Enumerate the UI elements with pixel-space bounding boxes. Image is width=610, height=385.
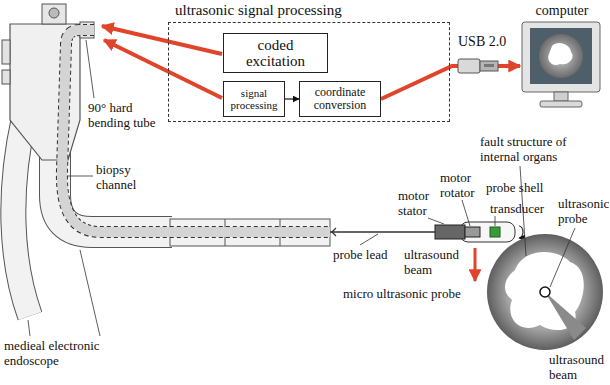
- box-text: coded excitation: [228, 37, 323, 70]
- part-label: 90° hard bending tube: [88, 100, 168, 130]
- leader-line: [67, 176, 93, 177]
- organ-section: [487, 234, 603, 350]
- computer-monitor: [522, 22, 600, 107]
- leader-line: [428, 218, 444, 224]
- organ-section: [487, 234, 603, 350]
- endoscope-handle: [2, 40, 10, 64]
- usb-plug: [480, 61, 498, 71]
- organ-section: [545, 292, 586, 340]
- endoscope-handle: [49, 8, 59, 18]
- computer-monitor: [540, 101, 582, 107]
- part-label: transducer: [490, 201, 560, 216]
- micro-probe: [460, 222, 515, 242]
- micro-probe: [474, 248, 477, 281]
- connector-arrow: [285, 98, 299, 99]
- part-label: ultrasonic probe: [558, 196, 608, 226]
- edge-label: USB 2.0: [458, 34, 506, 50]
- leader-line: [80, 250, 100, 336]
- micro-probe: [465, 227, 480, 237]
- endoscope-handle: [42, 4, 66, 24]
- part-label: motor rotator: [440, 170, 484, 200]
- endoscope-cord: [13, 118, 30, 316]
- leader-line: [360, 234, 378, 245]
- computer-monitor: [554, 92, 568, 101]
- process-box: coordinate conversion: [299, 81, 381, 117]
- usb-plug: [458, 59, 498, 73]
- micro-probe: [332, 228, 336, 236]
- process-box: coded excitation: [223, 33, 328, 73]
- process-box: signal processing: [223, 81, 285, 117]
- connector-arrow: [381, 66, 520, 99]
- leader-line: [28, 40, 575, 336]
- biopsy-channel: [62, 30, 330, 232]
- biopsy-channel: [62, 30, 330, 232]
- device-label: computer: [520, 3, 604, 18]
- micro-probe: [490, 227, 500, 237]
- leader-line: [495, 216, 496, 226]
- leader-line: [86, 40, 94, 98]
- dashed-group: ultrasonic signal processingcoded excita…: [168, 22, 450, 122]
- endoscope-handle: [2, 70, 10, 84]
- part-label: ultrasound beam: [548, 352, 610, 382]
- group-title: ultrasonic signal processing: [175, 2, 342, 19]
- micro-probe: [435, 225, 465, 239]
- part-label: fault structure of internal organs: [480, 134, 592, 164]
- computer-monitor: [530, 28, 592, 84]
- computer-node: computer: [520, 3, 604, 111]
- leader-line: [28, 320, 30, 336]
- organ-section: [540, 287, 550, 297]
- usb-plug: [458, 59, 480, 73]
- part-label: motor stator: [398, 188, 438, 218]
- endoscope-cord: [13, 118, 30, 316]
- signal-arrow: [104, 40, 222, 98]
- computer-monitor: [548, 43, 572, 65]
- micro-probe: [519, 226, 523, 238]
- box-text: coordinate conversion: [304, 86, 376, 112]
- part-label: probe shell: [486, 180, 556, 195]
- usb-plug: [484, 64, 494, 67]
- leader-line: [462, 200, 470, 226]
- biopsy-channel: [62, 30, 330, 232]
- part-label: biopsy channel: [96, 162, 151, 192]
- endoscope-cord: [13, 118, 30, 316]
- part-label: medieal electronic endoscope: [4, 338, 139, 368]
- leader-line: [550, 228, 575, 287]
- computer-monitor: [522, 22, 600, 92]
- computer-monitor: [539, 34, 583, 78]
- box-text: signal processing: [228, 87, 280, 111]
- micro-probe: [330, 231, 435, 233]
- signal-arrow: [102, 26, 222, 98]
- part-label: probe lead: [333, 247, 397, 262]
- part-label: ultrasound beam: [404, 247, 468, 277]
- part-label: micro ultrasonic probe: [343, 286, 483, 301]
